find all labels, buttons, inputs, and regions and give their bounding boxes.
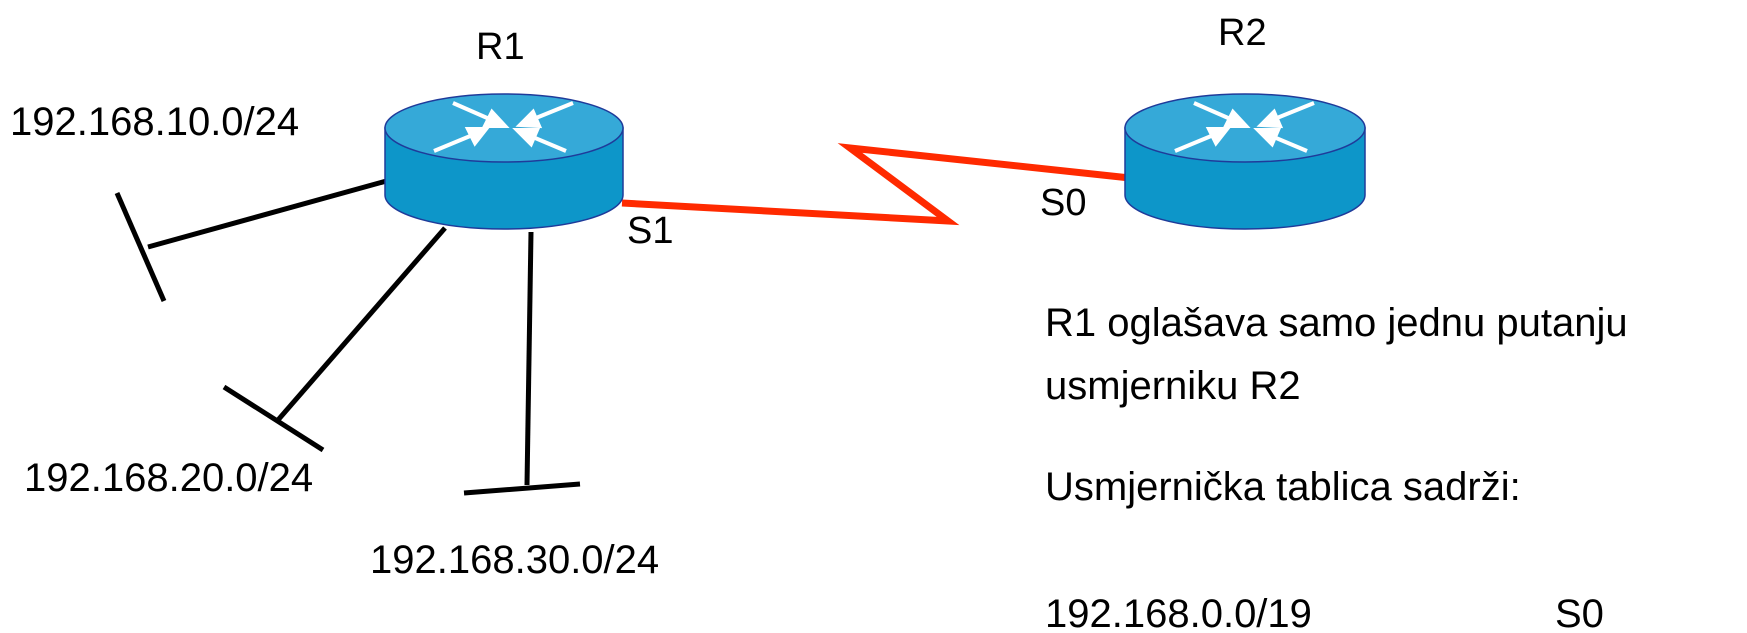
network-label-10: 192.168.10.0/24 bbox=[10, 100, 300, 144]
router-r1-icon bbox=[384, 93, 624, 230]
lan-link-30 bbox=[524, 231, 534, 486]
network-label-20: 192.168.20.0/24 bbox=[24, 456, 314, 500]
lan-link-10 bbox=[147, 177, 391, 250]
router-r2-icon bbox=[1124, 93, 1366, 230]
router-r2-label: R2 bbox=[1218, 12, 1267, 54]
lan-segment-10 bbox=[114, 192, 167, 302]
description-line-2: usmjerniku R2 bbox=[1045, 364, 1301, 408]
lan-segment-20 bbox=[222, 384, 325, 453]
serial-link bbox=[621, 143, 1131, 226]
interface-label-s1: S1 bbox=[627, 210, 674, 252]
route-interface: S0 bbox=[1555, 592, 1604, 633]
lan-link-20 bbox=[276, 226, 447, 422]
interface-label-s0: S0 bbox=[1040, 182, 1087, 224]
lan-segment-30 bbox=[463, 481, 581, 496]
description-line-1: R1 oglašava samo jednu putanju bbox=[1045, 301, 1628, 345]
route-prefix: 192.168.0.0/19 bbox=[1045, 592, 1312, 633]
network-label-30: 192.168.30.0/24 bbox=[370, 538, 660, 582]
router-r1-label: R1 bbox=[476, 26, 525, 68]
description-line-3: Usmjernička tablica sadrži: bbox=[1045, 465, 1521, 509]
